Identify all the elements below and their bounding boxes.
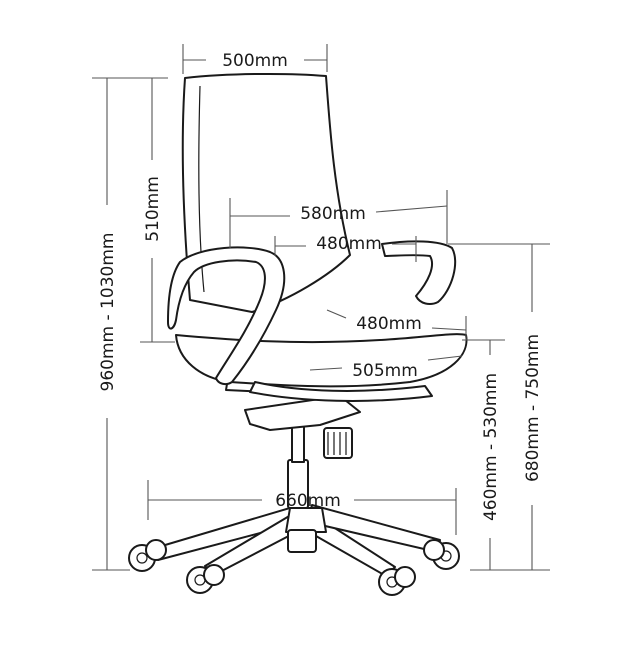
right-armrest — [381, 240, 457, 305]
left-armrest — [167, 246, 286, 386]
label-seat-depth: 480mm — [356, 314, 422, 334]
chair-base — [154, 504, 441, 577]
dimension-lines — [92, 44, 550, 571]
label-seat-height: 460mm - 530mm — [481, 373, 501, 521]
caster-wheels — [128, 539, 460, 596]
dimension-labels: 500mm 960mm - 1030mm 510mm 580mm 480mm 4… — [98, 51, 543, 521]
label-arm-height: 680mm - 750mm — [523, 334, 543, 482]
label-backrest-width: 500mm — [222, 51, 288, 71]
label-base-diameter: 660mm — [275, 491, 341, 511]
chair-illustration — [128, 72, 468, 596]
label-seat-span: 505mm — [352, 361, 418, 381]
gas-lift — [287, 419, 309, 509]
label-arm-width: 580mm — [300, 204, 366, 224]
label-overall-height: 960mm - 1030mm — [98, 233, 118, 392]
label-backrest-height: 510mm — [143, 176, 163, 242]
label-seat-width: 480mm — [316, 234, 382, 254]
